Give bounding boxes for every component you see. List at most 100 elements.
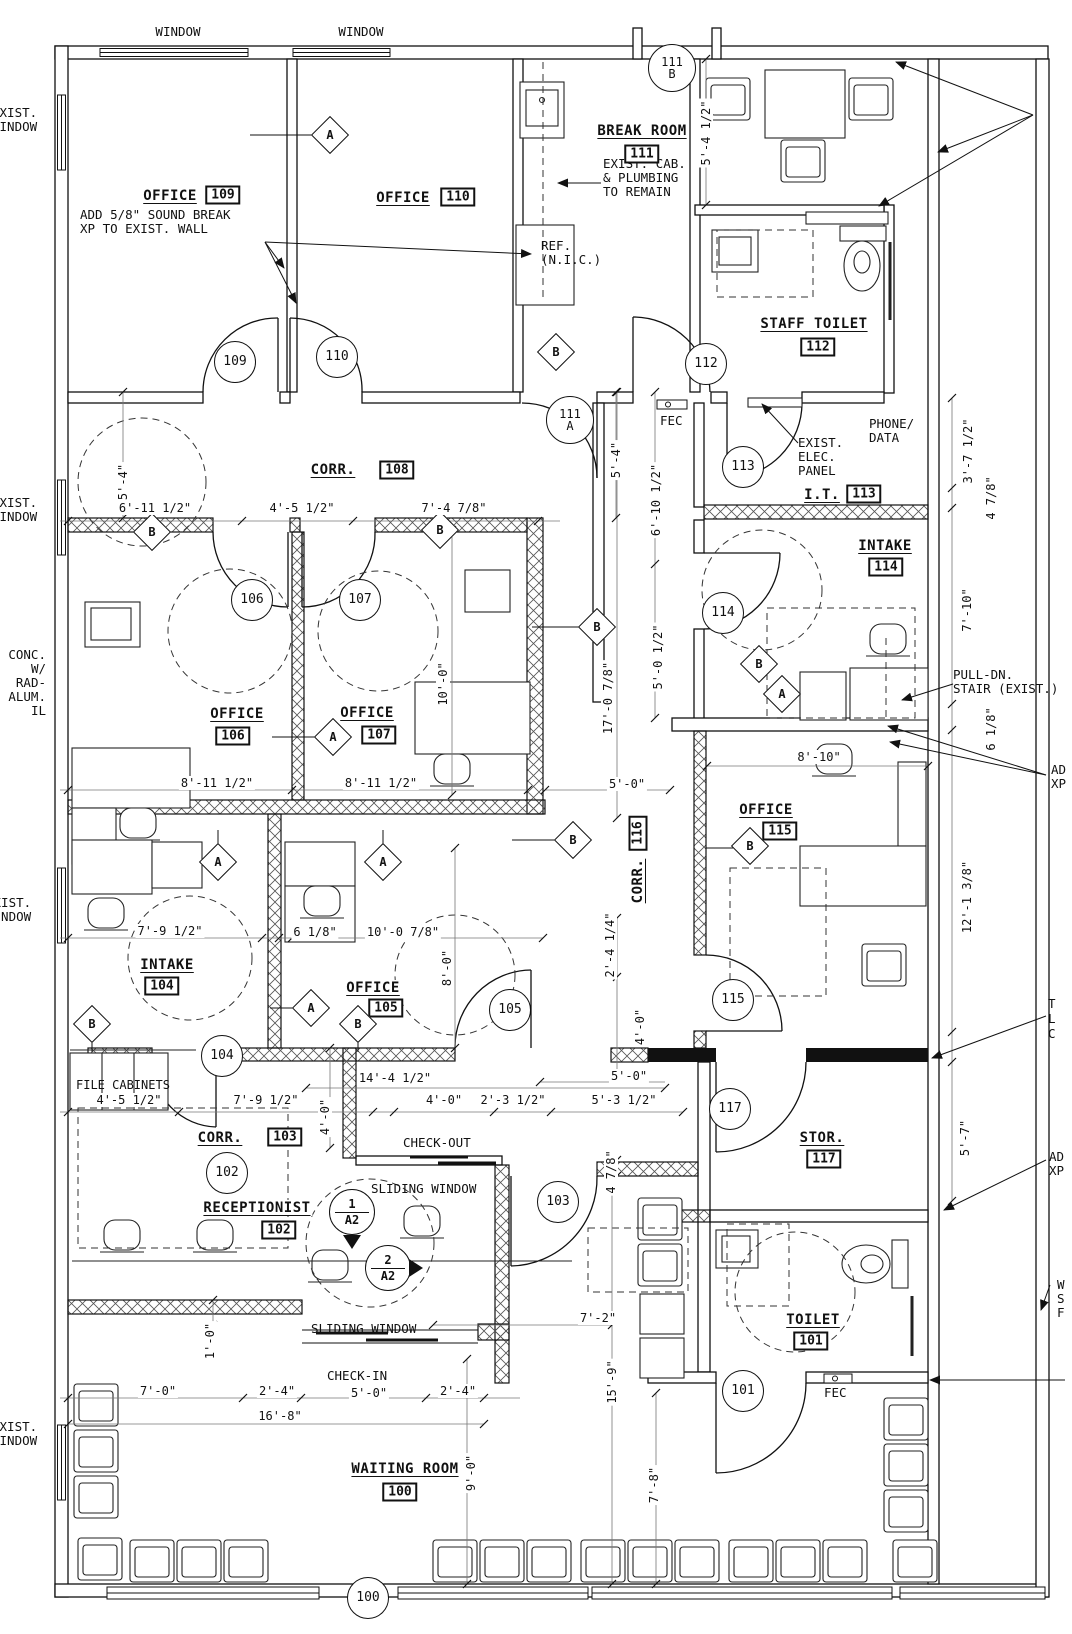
dim-label: 4'-5 1/2" — [94, 1093, 164, 1107]
dim-label: 6'-11 1/2" — [116, 501, 194, 515]
dim-label: 8'-11 1/2" — [178, 776, 256, 790]
keynote-letter: B — [569, 833, 577, 847]
sliding-window-label: SLIDING WINDOW — [371, 1181, 477, 1196]
room-label-office-107: OFFICE — [338, 705, 396, 721]
dim-label: 7'-10" — [960, 586, 974, 634]
dim-label: 8'-0" — [440, 947, 454, 989]
dim-label: 10'-0 7/8" — [364, 925, 442, 939]
dim-label: 7'-0" — [137, 1384, 179, 1398]
keynote-letter: B — [88, 1017, 96, 1031]
door-tag-107: 107 — [339, 579, 381, 621]
check-in-label: CHECK-IN — [327, 1368, 388, 1383]
room-number-103: 103 — [267, 1127, 303, 1147]
door-tag-113: 113 — [722, 446, 764, 488]
dim-label: 5'-0" — [606, 777, 648, 791]
dim-label: 2'-4" — [437, 1384, 479, 1398]
dim-label: 8'-10" — [795, 750, 843, 764]
keynote-letter: B — [593, 620, 601, 634]
room-number-110: 110 — [440, 187, 476, 207]
keynote-letter: B — [552, 345, 560, 359]
room-number-113: 113 — [846, 484, 882, 504]
door-tag-109: 109 — [214, 341, 256, 383]
room-label-office-105: OFFICE — [344, 980, 402, 996]
room-label-staff-toilet: STAFF TOILET — [758, 316, 870, 332]
dim-label: 5'-7" — [958, 1117, 972, 1159]
room-number-107: 107 — [361, 725, 397, 745]
dim-label: 17'-0 7/8" — [601, 659, 615, 737]
dim-label: 7'-9 1/2" — [231, 1093, 301, 1107]
keynote-letter: B — [755, 657, 763, 671]
window-label: WINDOW — [338, 24, 384, 39]
door-tag-106: 106 — [231, 579, 273, 621]
exist-window-note: EXIST.WINDOW — [0, 895, 32, 924]
dim-label: 2'-4 1/4" — [603, 910, 617, 980]
room-number-101: 101 — [793, 1331, 829, 1351]
dim-label: 16'-8" — [256, 1409, 304, 1423]
room-label-stor: STOR. — [797, 1130, 847, 1146]
room-number-116: 116 — [628, 815, 648, 851]
room-label-office-115: OFFICE — [737, 802, 795, 818]
solid-walls — [648, 1048, 928, 1062]
room-label-toilet: TOILET — [784, 1312, 842, 1328]
dim-label: 10'-0" — [436, 660, 450, 708]
door-tag-114: 114 — [702, 592, 744, 634]
conc-note-fragment: CONC.W/ RAD-ALUM. IL — [8, 647, 46, 718]
dim-label: 4 7/8" — [984, 474, 998, 522]
door-tag-105: 105 — [489, 989, 531, 1031]
pull-down-stair-note: PULL-DN.STAIR (EXIST.) — [953, 667, 1059, 696]
dim-label: 4'-0" — [318, 1096, 332, 1138]
check-out-label: CHECK-OUT — [403, 1135, 471, 1150]
keynote-letter: B — [436, 523, 444, 537]
room-number-112: 112 — [800, 337, 836, 357]
dim-label: 4'-5 1/2" — [267, 501, 337, 515]
dim-label: 6'-10 1/2" — [649, 461, 663, 539]
dim-label: 1'-0" — [203, 1320, 217, 1362]
room-label-office-106: OFFICE — [208, 706, 266, 722]
dim-label: 5'-4" — [609, 439, 623, 481]
room-number-109: 109 — [205, 185, 241, 205]
door-tag-115: 115 — [712, 979, 754, 1021]
dim-label: 6 1/8" — [984, 705, 998, 753]
keynote-letter: A — [307, 1001, 315, 1015]
door-tag-117: 117 — [709, 1088, 751, 1130]
fec-label: FEC — [824, 1385, 847, 1400]
keynote-letter: A — [329, 730, 337, 744]
sliding-windows — [302, 1155, 496, 1344]
dim-label: 5'-0" — [348, 1386, 390, 1400]
keynote-letter: B — [148, 525, 156, 539]
dim-label: 7'-8" — [647, 1464, 661, 1506]
door-tag-112: 112 — [685, 343, 727, 385]
room-label-intake-104: INTAKE — [138, 957, 196, 973]
door-tag-104: 104 — [201, 1035, 243, 1077]
dim-label: 5'-4 1/2" — [699, 98, 713, 168]
dim-label: 7'-4 7/8" — [419, 501, 489, 515]
room-number-106: 106 — [215, 726, 251, 746]
dim-label: 9'-0" — [464, 1452, 478, 1494]
exist-window-note: EXIST.WINDOW — [0, 1419, 38, 1448]
dim-label: 2'-3 1/2" — [478, 1093, 548, 1107]
exist-window-note: EXIST.WINDOW — [0, 495, 38, 524]
keynote-letter: A — [379, 855, 387, 869]
door-tag-110: 110 — [316, 336, 358, 378]
room-number-114: 114 — [868, 557, 904, 577]
dim-label: 5'-3 1/2" — [589, 1093, 659, 1107]
keynote-letter: B — [354, 1017, 362, 1031]
dim-label: 15'-9" — [605, 1358, 619, 1406]
sliding-window-label: SLIDING WINDOW — [311, 1321, 417, 1336]
room-number-111: 111 — [624, 144, 660, 164]
room-label-it: I.T. — [802, 487, 842, 503]
keynote-letter: B — [746, 839, 754, 853]
dim-label: 4'-0" — [633, 1006, 647, 1048]
ref-nic-note: REF.(N.I.C.) — [541, 238, 602, 267]
dim-label: 3'-7 1/2" — [961, 416, 975, 486]
